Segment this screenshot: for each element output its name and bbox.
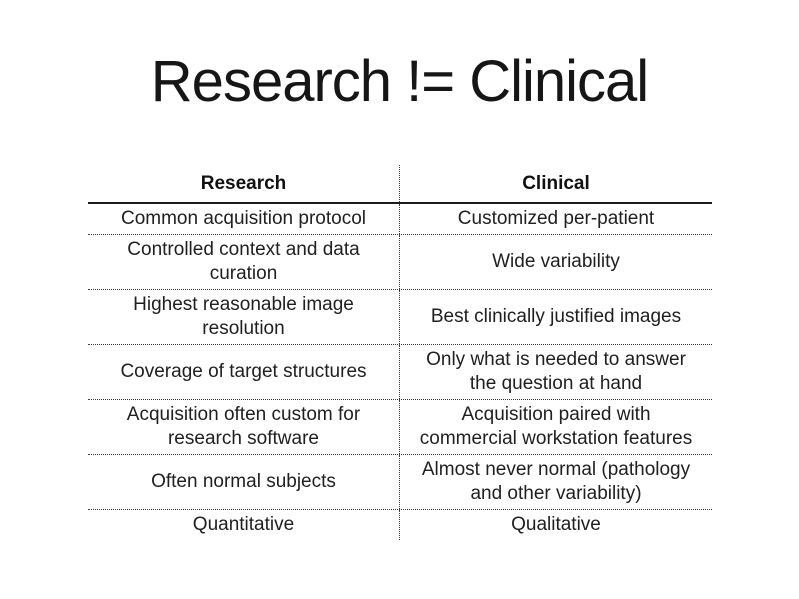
cell-research: Acquisition often custom for research so…: [88, 400, 400, 454]
cell-clinical: Customized per-patient: [457, 208, 655, 229]
cell-clinical: Best clinically justified images: [430, 306, 682, 327]
cell-clinical: Wide variability: [492, 251, 620, 272]
cell-research: Common acquisition protocol: [88, 204, 400, 234]
table-row: Coverage of target structures Only what …: [88, 345, 712, 400]
cell-research: Often normal subjects: [88, 455, 400, 509]
cell-clinical: Only what is needed to answer the questi…: [426, 349, 686, 394]
cell-research: Highest reasonable image resolution: [88, 290, 400, 344]
comparison-table: Research Clinical Common acquisition pro…: [88, 165, 712, 540]
cell-research: Coverage of target structures: [88, 345, 400, 399]
column-header-research: Research: [88, 165, 400, 202]
column-header-clinical: Clinical: [522, 173, 590, 194]
table-row: Highest reasonable image resolution Best…: [88, 290, 712, 345]
table-row: Quantitative Qualitative: [88, 510, 712, 540]
table-header-row: Research Clinical: [88, 165, 712, 204]
table-row: Often normal subjects Almost never norma…: [88, 455, 712, 510]
cell-research: Controlled context and data curation: [88, 235, 400, 289]
table-row: Acquisition often custom for research so…: [88, 400, 712, 455]
cell-research: Quantitative: [88, 510, 400, 540]
cell-clinical: Qualitative: [511, 514, 601, 535]
cell-clinical: Acquisition paired with commercial works…: [419, 404, 693, 449]
cell-clinical: Almost never normal (pathology and other…: [421, 459, 691, 504]
table-row: Controlled context and data curation Wid…: [88, 235, 712, 290]
table-row: Common acquisition protocol Customized p…: [88, 204, 712, 235]
slide-title: Research != Clinical: [150, 49, 649, 114]
